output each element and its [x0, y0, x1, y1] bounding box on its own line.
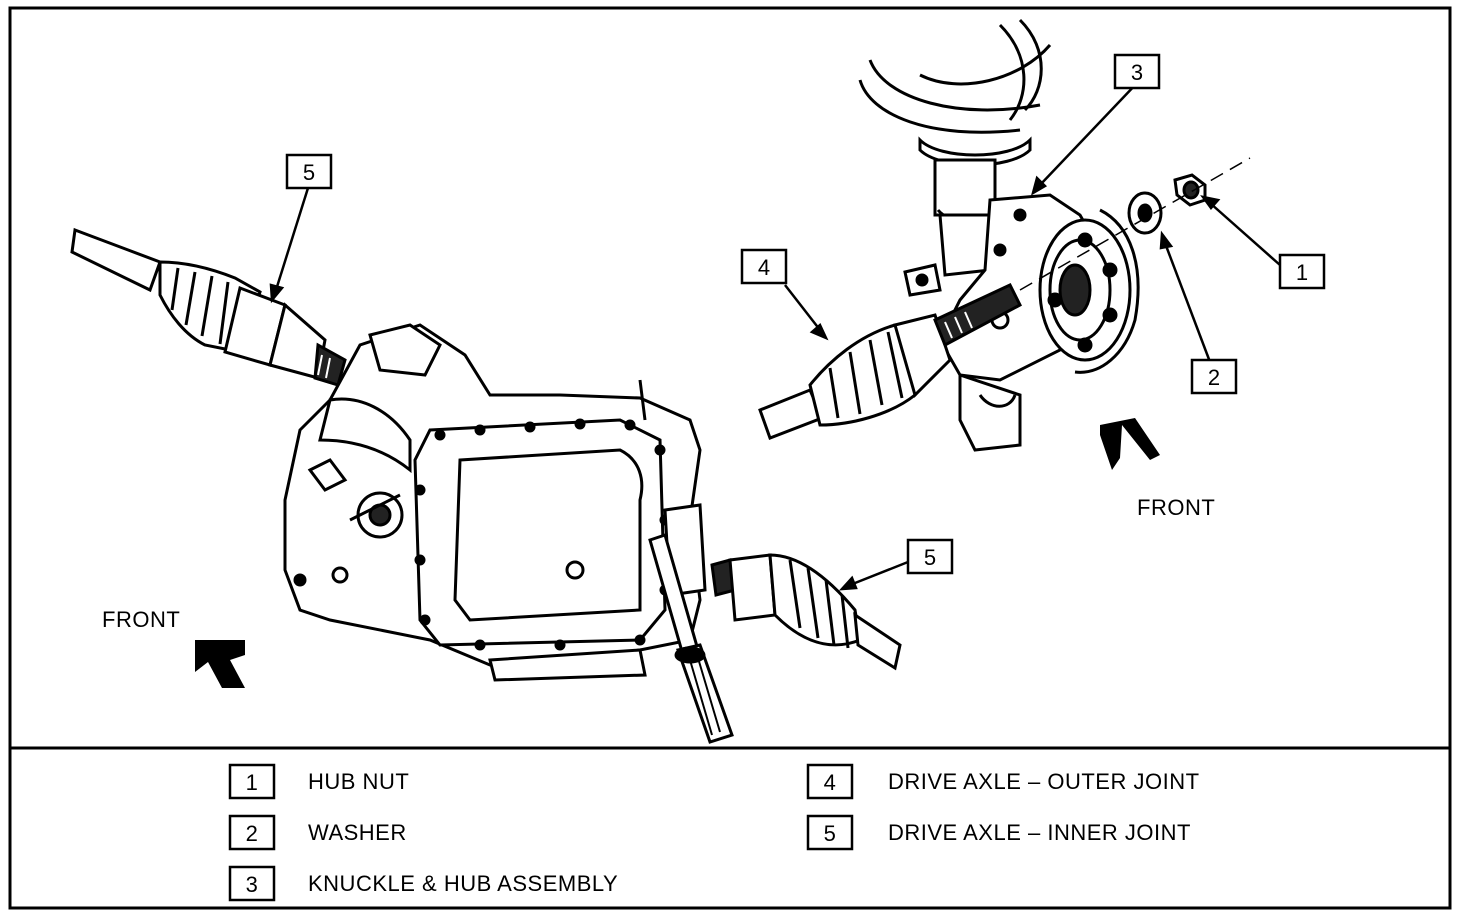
legend: 1 HUB NUT 2 WASHER 3 KNUCKLE & HUB ASSEM… [228, 763, 1200, 902]
callout-4-label: 4 [758, 255, 770, 280]
front-label-right: FRONT [1137, 495, 1215, 520]
outer-joint-axle-illustration [758, 283, 1022, 440]
legend-item-1-num: 1 [246, 770, 259, 795]
legend-item-5: 5 DRIVE AXLE – INNER JOINT [806, 814, 1191, 851]
callout-5-right-label: 5 [924, 545, 936, 570]
legend-item-3-label: KNUCKLE & HUB ASSEMBLY [308, 871, 618, 896]
diagram-border [8, 6, 1452, 910]
legend-item-4-label: DRIVE AXLE – OUTER JOINT [888, 769, 1200, 794]
callout-2-label: 2 [1208, 365, 1220, 390]
legend-item-2-num: 2 [246, 821, 259, 846]
front-arrow-right-icon [1100, 418, 1160, 470]
callout-3: 3 [1113, 53, 1161, 90]
legend-item-2: 2 WASHER [228, 814, 407, 851]
front-arrow-left-icon [195, 640, 245, 688]
left-inner-axle-illustration [70, 227, 347, 387]
callout-1-label: 1 [1296, 260, 1308, 285]
callout-5-left: 5 [285, 153, 333, 190]
washer-illustration [1127, 191, 1163, 235]
strut-knuckle-illustration [858, 18, 1140, 452]
legend-item-5-num: 5 [824, 821, 837, 846]
callout-5-right: 5 [906, 538, 954, 575]
callout-5-left-label: 5 [303, 160, 315, 185]
hub-nut-illustration [1173, 173, 1207, 207]
front-label-left: FRONT [102, 607, 180, 632]
right-inner-axle-illustration [710, 553, 902, 671]
callout-1: 1 [1278, 253, 1326, 290]
legend-item-3: 3 KNUCKLE & HUB ASSEMBLY [228, 865, 618, 902]
pry-bar-illustration [648, 533, 734, 744]
leader-lines [269, 81, 1281, 591]
legend-item-4: 4 DRIVE AXLE – OUTER JOINT [806, 763, 1200, 800]
legend-item-4-num: 4 [824, 770, 837, 795]
callout-4: 4 [740, 248, 788, 285]
legend-item-2-label: WASHER [308, 820, 407, 845]
legend-item-1-label: HUB NUT [308, 769, 409, 794]
transaxle-illustration [283, 323, 707, 682]
legend-item-1: 1 HUB NUT [228, 763, 409, 800]
callout-2: 2 [1190, 358, 1238, 395]
callout-3-label: 3 [1131, 60, 1143, 85]
axle-centerline [1019, 157, 1251, 291]
legend-item-3-num: 3 [246, 872, 259, 897]
legend-item-5-label: DRIVE AXLE – INNER JOINT [888, 820, 1191, 845]
